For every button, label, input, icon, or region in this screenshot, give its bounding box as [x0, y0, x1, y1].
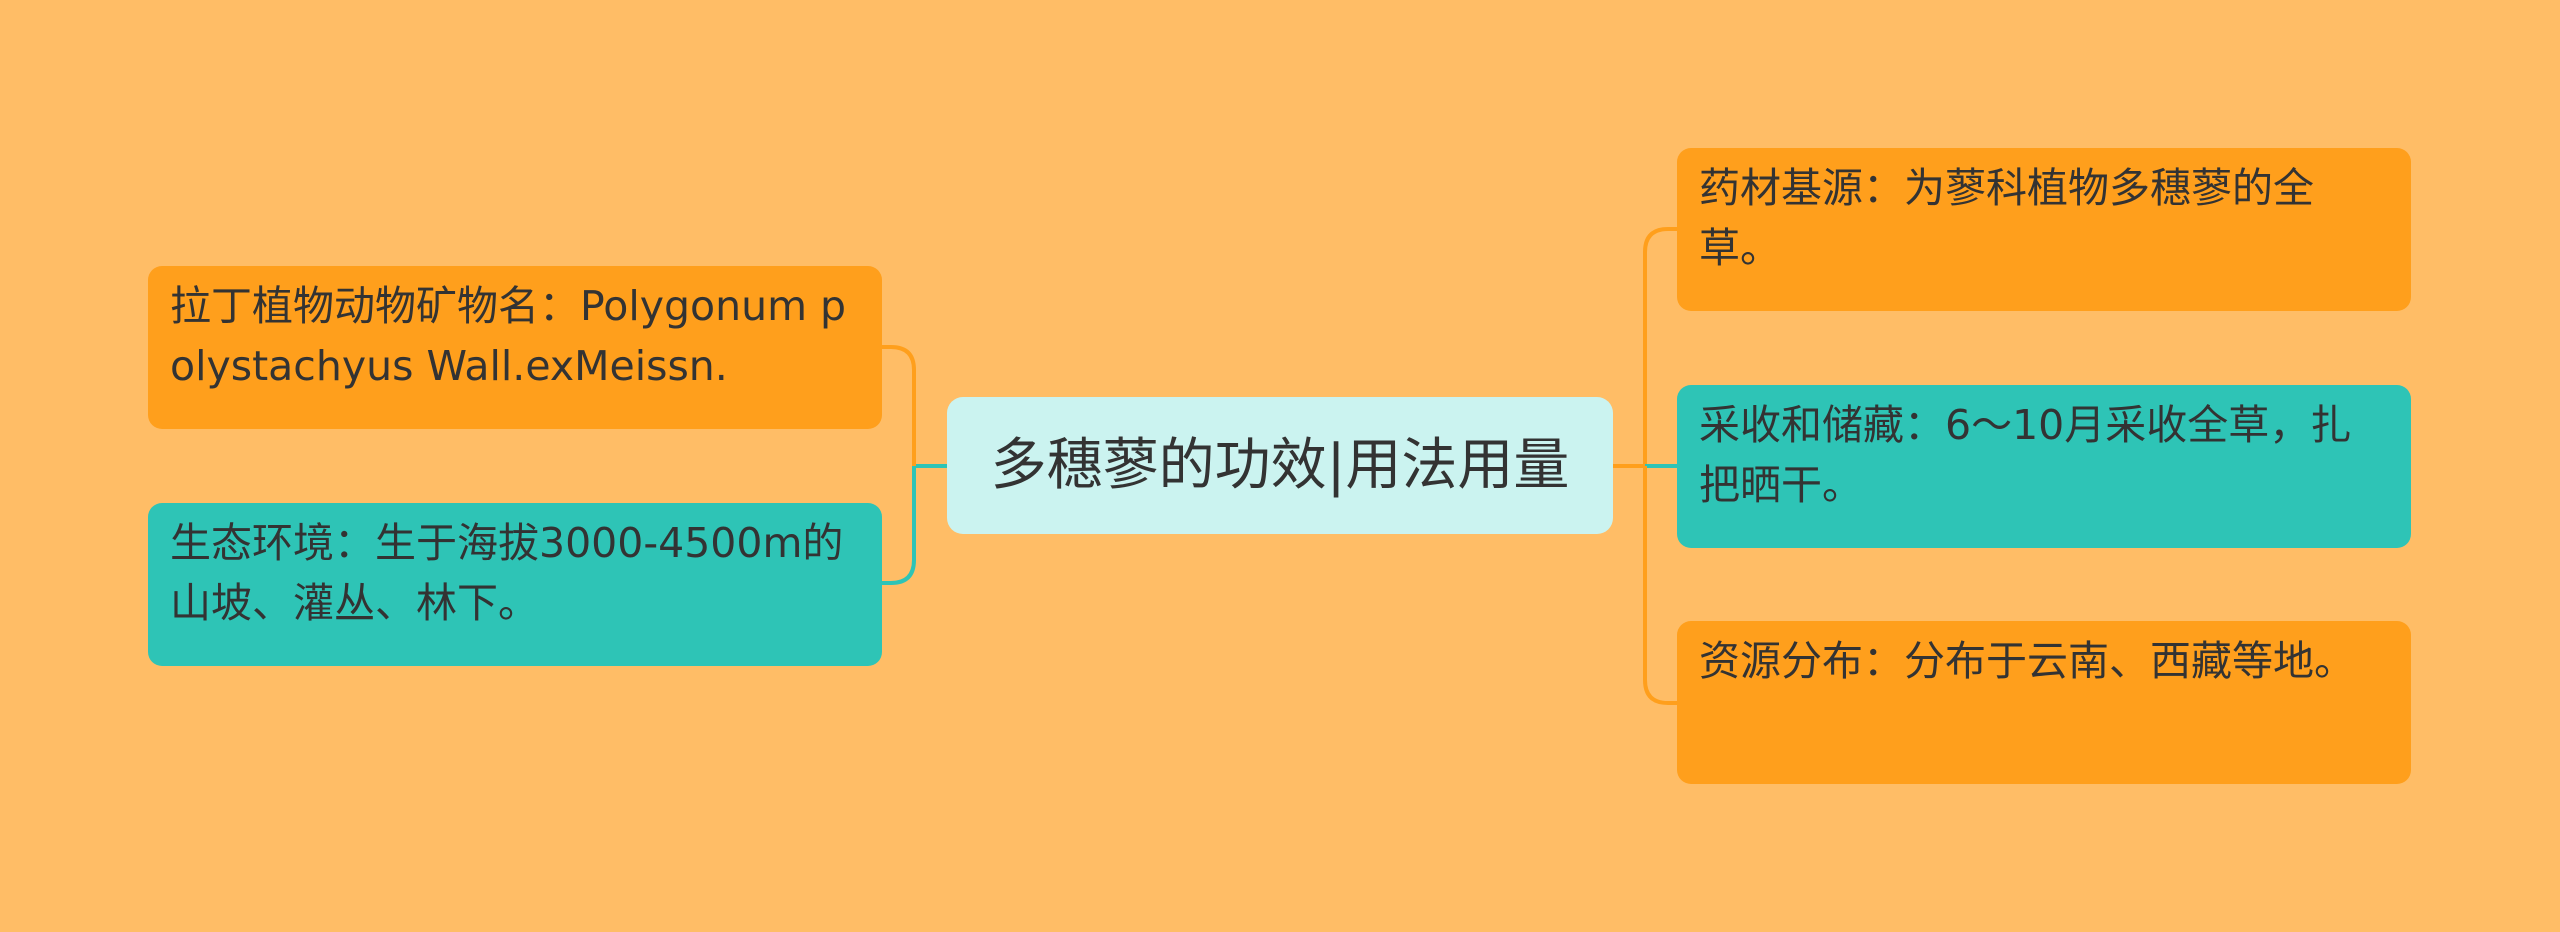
- branch-latin-name[interactable]: 拉丁植物动物矿物名：Polygonum polystachyus Wall.ex…: [148, 266, 882, 429]
- branch-source[interactable]: 药材基源：为蓼科植物多穗蓼的全草。: [1677, 148, 2411, 311]
- branch-distribution-text: 资源分布：分布于云南、西藏等地。: [1699, 637, 2355, 685]
- branch-source-text: 药材基源：为蓼科植物多穗蓼的全草。: [1699, 164, 2314, 272]
- connector-left-2: [880, 466, 916, 585]
- connector-right-3: [1643, 466, 1677, 705]
- branch-habitat[interactable]: 生态环境：生于海拔3000-4500m的山坡、灌丛、林下。: [148, 503, 882, 666]
- connector-right-1: [1643, 227, 1677, 466]
- branch-harvest-text: 采收和储藏：6～10月采收全草，扎把晒干。: [1699, 401, 2352, 509]
- branch-harvest[interactable]: 采收和储藏：6～10月采收全草，扎把晒干。: [1677, 385, 2411, 548]
- branch-latin-name-text: 拉丁植物动物矿物名：Polygonum polystachyus Wall.ex…: [170, 282, 847, 390]
- central-topic[interactable]: 多穗蓼的功效|用法用量: [947, 397, 1613, 534]
- branch-distribution[interactable]: 资源分布：分布于云南、西藏等地。: [1677, 621, 2411, 784]
- central-topic-label: 多穗蓼的功效|用法用量: [990, 433, 1570, 498]
- connector-left-1: [880, 345, 916, 466]
- branch-habitat-text: 生态环境：生于海拔3000-4500m的山坡、灌丛、林下。: [170, 519, 844, 627]
